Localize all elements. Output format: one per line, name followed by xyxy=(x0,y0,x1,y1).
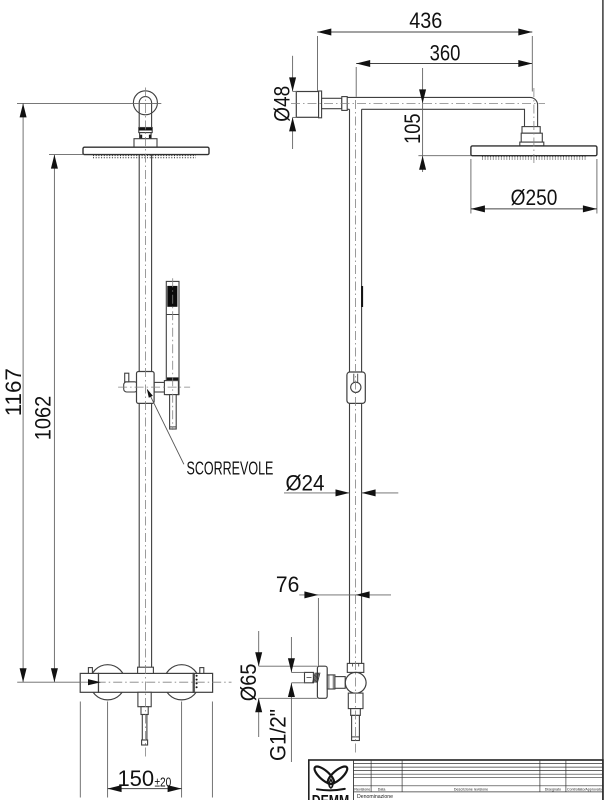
svg-text:105: 105 xyxy=(400,114,425,144)
svg-text:SCORREVOLE: SCORREVOLE xyxy=(187,458,274,478)
svg-text:Ø250: Ø250 xyxy=(511,185,558,210)
svg-text:436: 436 xyxy=(409,8,442,33)
svg-text:G1/2": G1/2" xyxy=(266,709,291,761)
svg-text:Descrizione revisione: Descrizione revisione xyxy=(454,788,488,792)
svg-text:Ø48: Ø48 xyxy=(270,86,295,122)
svg-text:Denominazione: Denominazione xyxy=(357,794,393,800)
svg-text:360: 360 xyxy=(430,40,461,65)
svg-text:76: 76 xyxy=(276,572,299,597)
svg-text:Data: Data xyxy=(378,788,386,792)
svg-text:±20: ±20 xyxy=(155,775,172,789)
svg-text:Disegnato: Disegnato xyxy=(545,788,561,792)
svg-text:Ø65: Ø65 xyxy=(236,664,261,702)
svg-text:DEMM: DEMM xyxy=(312,793,350,800)
svg-text:Revisione: Revisione xyxy=(354,788,370,792)
svg-text:150: 150 xyxy=(117,766,154,791)
svg-text:1167: 1167 xyxy=(1,368,26,416)
svg-text:Controllato/Approvato: Controllato/Approvato xyxy=(567,788,602,792)
svg-text:Ø24: Ø24 xyxy=(285,470,324,495)
svg-text:1062: 1062 xyxy=(31,396,56,441)
